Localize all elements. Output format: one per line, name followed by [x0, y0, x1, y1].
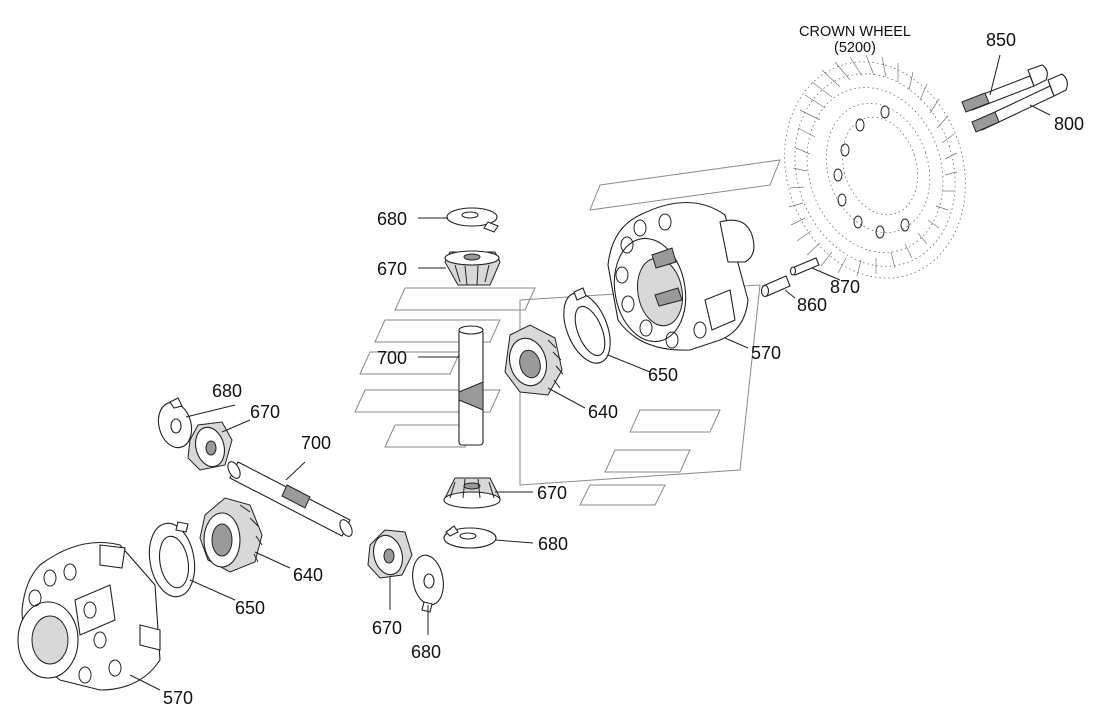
washer-680-left	[157, 397, 193, 449]
label-870: 870	[830, 277, 860, 297]
label-680-left: 680	[212, 381, 242, 401]
crown-wheel	[784, 54, 966, 279]
washer-680-bottom	[412, 554, 444, 613]
label-640-upper: 640	[588, 402, 618, 422]
label-680-lower-mid: 680	[538, 534, 568, 554]
label-650-upper: 650	[648, 365, 678, 385]
pin-860	[760, 275, 791, 298]
washer-680-top	[446, 207, 499, 233]
crown-wheel-part-number: (5200)	[834, 40, 876, 56]
label-670-top: 670	[377, 259, 407, 279]
label-570-upper: 570	[751, 343, 781, 363]
label-670-bottom: 670	[372, 618, 402, 638]
bolt-850	[961, 64, 1048, 113]
label-860: 860	[797, 295, 827, 315]
side-gear-lower	[199, 497, 263, 573]
label-570-lower: 570	[163, 688, 193, 708]
side-gear-upper	[504, 324, 564, 396]
bolt-800	[971, 73, 1068, 133]
thrust-washer-lower	[148, 521, 196, 598]
label-700-left: 700	[301, 433, 331, 453]
pinion-670-top	[444, 250, 501, 286]
leader-lines	[129, 54, 1051, 691]
label-680-bottom: 680	[411, 642, 441, 662]
pin-870	[789, 257, 820, 276]
crown-wheel-title: CROWN WHEEL	[799, 24, 911, 40]
label-670-left: 670	[250, 402, 280, 422]
pinion-670-left	[187, 421, 233, 471]
label-700-upper: 700	[377, 348, 407, 368]
label-650-lower: 650	[235, 598, 265, 618]
pinion-670-lower-mid	[443, 477, 501, 509]
pinion-670-bottom	[367, 529, 413, 579]
thrust-washer-upper	[563, 287, 611, 364]
washer-680-lower-mid	[443, 525, 497, 549]
label-680-top: 680	[377, 209, 407, 229]
diff-case-upper	[607, 201, 755, 351]
label-850: 850	[986, 30, 1016, 50]
cross-shaft-upper	[458, 325, 484, 446]
diff-case-lower	[17, 542, 161, 691]
label-640-lower: 640	[293, 565, 323, 585]
cross-shaft-left	[227, 461, 353, 537]
label-800: 800	[1054, 114, 1084, 134]
label-670-lower-mid: 670	[537, 483, 567, 503]
